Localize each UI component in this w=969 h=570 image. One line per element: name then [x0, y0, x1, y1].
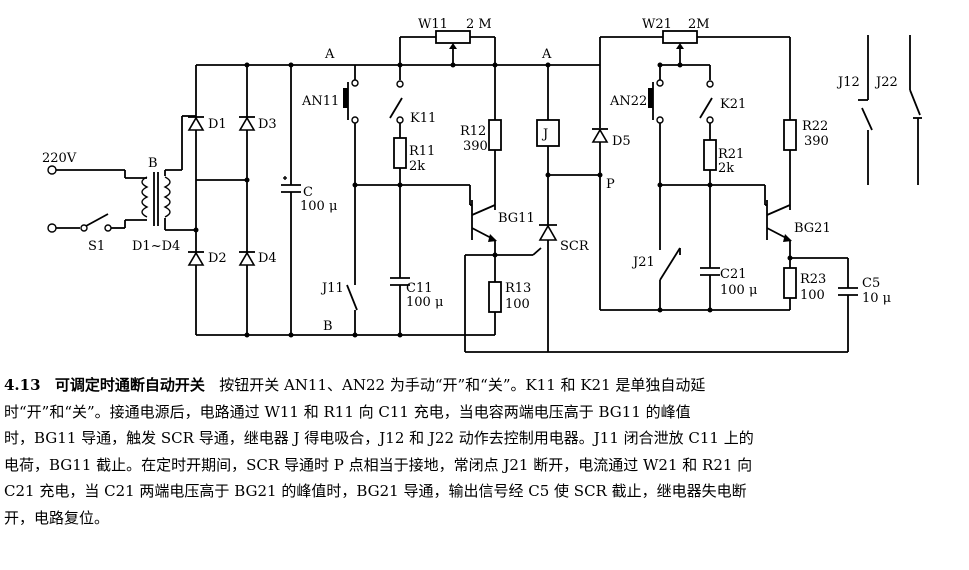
transformer: [125, 115, 196, 231]
label-r22-value: 390: [804, 134, 829, 149]
label-r23: R23: [800, 272, 826, 287]
label-a-left: A: [324, 47, 335, 62]
label-an22: AN22: [609, 94, 647, 109]
label-w21: W21: [642, 17, 672, 32]
caption-line-5: C21 充电，当 C21 两端电压高于 BG21 的峰值时，BG21 导通，输出…: [4, 482, 747, 500]
label-j12: J12: [836, 75, 860, 90]
label-r11-value: 2k: [409, 159, 425, 174]
timer-on-section: [343, 30, 542, 335]
label-c-value: 100 μ: [300, 199, 337, 214]
label-w11: W11: [418, 17, 448, 32]
label-an11: AN11: [301, 94, 339, 109]
label-r11: R11: [409, 144, 435, 159]
caption-line-2: 时“开”和“关”。接通电源后，电路通过 W11 和 R11 向 C11 充电，当…: [4, 402, 691, 421]
label-a-mid: A: [541, 47, 552, 62]
label-c11-value: 100 μ: [406, 295, 443, 310]
capacitor-c: [281, 65, 301, 335]
caption-line-3: 时，BG11 导通，触发 SCR 导通，继电器 J 得电吸合，J12 和 J22…: [4, 429, 754, 447]
label-d3: D3: [258, 117, 277, 132]
timer-off-section: [548, 30, 858, 353]
label-r21-value: 2k: [718, 161, 734, 176]
label-j21: J21: [631, 255, 655, 270]
label-b-transformer: B: [148, 156, 158, 171]
label-j11: J11: [320, 281, 344, 296]
figure-number: 4.13: [4, 376, 41, 394]
label-r12: R12: [460, 124, 486, 139]
label-c5: C5: [862, 276, 880, 291]
label-c5-value: 10 μ: [862, 291, 891, 306]
label-k11: K11: [410, 111, 436, 126]
label-c21-value: 100 μ: [720, 283, 757, 298]
label-r13-value: 100: [505, 297, 530, 312]
caption-line-1: 4.13 可调定时通断自动开关 按钮开关 AN11、AN22 为手动“开”和“关…: [4, 372, 964, 399]
label-d4: D4: [258, 251, 277, 266]
label-r22: R22: [802, 119, 828, 134]
figure-title: 可调定时通断自动开关: [54, 376, 205, 394]
label-k21: K21: [720, 97, 746, 112]
label-p: P: [606, 177, 615, 192]
label-r21: R21: [718, 147, 744, 162]
label-c21: C21: [720, 267, 747, 282]
label-d1d4: D1~D4: [132, 239, 180, 254]
relay-and-scr: [464, 62, 600, 353]
label-w21-value: 2M: [688, 17, 710, 32]
label-c: C: [303, 185, 313, 200]
label-s1: S1: [88, 239, 105, 254]
label-b-bottom: B: [323, 319, 333, 334]
label-c11: C11: [406, 281, 433, 296]
ac-input: [47, 165, 126, 233]
label-r13: R13: [505, 281, 531, 296]
label-w11-value: 2 M: [466, 17, 492, 32]
power-rails: [196, 62, 600, 338]
figure-caption: 4.13 可调定时通断自动开关 按钮开关 AN11、AN22 为手动“开”和“关…: [4, 372, 964, 531]
caption-text-1: 按钮开关 AN11、AN22 为手动“开”和“关”。K11 和 K21 是单独自…: [219, 376, 706, 394]
label-j-relay: J: [541, 127, 548, 142]
label-bg11: BG11: [498, 211, 535, 226]
label-scr: SCR: [560, 239, 590, 254]
caption-line-6: 开，电路复位。: [4, 508, 110, 527]
relay-contacts: [858, 35, 922, 185]
label-j22: J22: [874, 75, 898, 90]
label-220v: 220V: [42, 151, 77, 166]
label-bg21: BG21: [794, 221, 831, 236]
circuit-diagram: 220V B S1 D1~D4 D1 D2 D3 D4 C 100 μ A B …: [42, 17, 922, 353]
caption-line-4: 电荷，BG11 截止。在定时开期间，SCR 导通时 P 点相当于接地，常闭点 J…: [4, 455, 753, 474]
bridge-rectifier: [187, 65, 256, 335]
label-d2: D2: [208, 251, 227, 266]
label-r12-value: 390: [463, 139, 488, 154]
label-r23-value: 100: [800, 288, 825, 303]
label-d1: D1: [208, 117, 227, 132]
label-d5: D5: [612, 134, 631, 149]
